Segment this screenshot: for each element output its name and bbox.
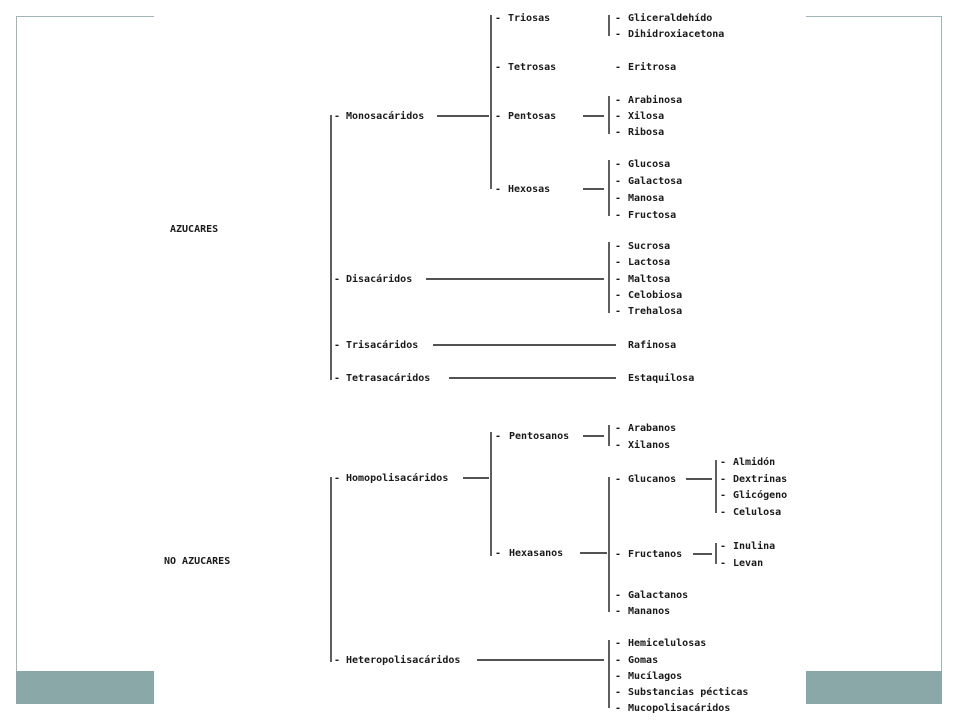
node-trisacaridos: Trisacáridos <box>346 339 418 351</box>
leaf-inulina: Inulina <box>733 540 775 552</box>
node-pentosanos: Pentosanos <box>509 431 569 442</box>
dash: - <box>615 606 621 617</box>
dash: - <box>334 473 340 484</box>
root-no-azucares: NO AZUCARES <box>164 556 230 567</box>
footer-bar-left <box>16 671 154 704</box>
leaf-eritrosa: Eritrosa <box>628 61 676 73</box>
dash: - <box>615 193 621 204</box>
leaf-estaquilosa: Estaquilosa <box>628 372 694 384</box>
dash: - <box>615 474 621 485</box>
leaf-gomas: Gomas <box>628 655 658 666</box>
node-pentosas: Pentosas <box>508 111 556 122</box>
dash: - <box>495 548 501 559</box>
dash: - <box>615 440 621 451</box>
node-mananos: Mananos <box>628 606 670 617</box>
leaf-substancias-pecticas: Substancias pécticas <box>628 686 748 698</box>
leaf-almidon: Almidón <box>733 456 775 468</box>
node-glucanos: Glucanos <box>628 474 676 485</box>
node-monosacaridos: Monosacáridos <box>346 110 424 122</box>
dash: - <box>615 241 621 252</box>
leaf-glicogeno: Glicógeno <box>733 489 787 501</box>
node-heteropolisacaridos: Heteropolisacáridos <box>346 654 460 666</box>
dash: - <box>615 671 621 682</box>
leaf-dextrinas: Dextrinas <box>733 473 787 485</box>
leaf-gliceraldehido: Gliceraldehído <box>628 12 712 24</box>
leaf-ribosa: Ribosa <box>628 126 664 138</box>
leaf-lactosa: Lactosa <box>628 257 670 268</box>
dash: - <box>495 184 501 195</box>
dash: - <box>720 541 726 552</box>
dash: - <box>334 373 340 384</box>
footer-bar-right <box>806 671 942 704</box>
node-triosas: Triosas <box>508 12 550 24</box>
dash: - <box>615 210 621 221</box>
dash: - <box>495 111 501 122</box>
dash: - <box>615 127 621 138</box>
leaf-glucosa: Glucosa <box>628 159 670 170</box>
leaf-maltosa: Maltosa <box>628 274 670 285</box>
dash: - <box>615 159 621 170</box>
dash: - <box>615 274 621 285</box>
carbohydrate-classification-diagram: AZUCARES - Monosacáridos - Triosas - Gli… <box>164 12 787 714</box>
dash: - <box>615 290 621 301</box>
diagram-page: AZUCARES - Monosacáridos - Triosas - Gli… <box>154 0 806 720</box>
node-homopolisacaridos: Homopolisacáridos <box>346 472 448 484</box>
leaf-mucilagos: Mucílagos <box>628 670 682 682</box>
node-disacaridos: Disacáridos <box>346 273 412 285</box>
dash: - <box>720 474 726 485</box>
dash: - <box>615 13 621 24</box>
leaf-fructosa: Fructosa <box>628 210 676 221</box>
dash: - <box>615 111 621 122</box>
node-tetrosas: Tetrosas <box>508 62 556 73</box>
leaf-celobiosa: Celobiosa <box>628 289 682 301</box>
dash: - <box>615 423 621 434</box>
node-galactanos: Galactanos <box>628 590 688 601</box>
dash: - <box>615 306 621 317</box>
dash: - <box>720 558 726 569</box>
leaf-mucopolisacaridos: Mucopolisacáridos <box>628 702 730 714</box>
leaf-arabanos: Arabanos <box>628 423 676 434</box>
dash: - <box>615 257 621 268</box>
dash: - <box>495 431 501 442</box>
node-fructanos: Fructanos <box>628 549 682 560</box>
dash: - <box>720 507 726 518</box>
dash: - <box>495 13 501 24</box>
dash: - <box>615 62 621 73</box>
dash: - <box>334 274 340 285</box>
node-tetrasacaridos: Tetrasacáridos <box>346 372 430 384</box>
dash: - <box>615 176 621 187</box>
leaf-galactosa: Galactosa <box>628 176 682 187</box>
dash: - <box>615 95 621 106</box>
dash: - <box>615 638 621 649</box>
leaf-dihidroxiacetona: Dihidroxiacetona <box>628 28 724 40</box>
dash: - <box>495 62 501 73</box>
leaf-levan: Levan <box>733 558 763 569</box>
dash: - <box>615 687 621 698</box>
root-azucares: AZUCARES <box>170 224 218 235</box>
dash: - <box>615 29 621 40</box>
dash: - <box>615 549 621 560</box>
dash: - <box>334 111 340 122</box>
leaf-hemicelulosas: Hemicelulosas <box>628 637 706 649</box>
leaf-celulosa: Celulosa <box>733 507 781 518</box>
leaf-xilanos: Xilanos <box>628 439 670 451</box>
dash: - <box>334 340 340 351</box>
dash: - <box>720 490 726 501</box>
dash: - <box>615 590 621 601</box>
leaf-rafinosa: Rafinosa <box>628 339 676 351</box>
leaf-sucrosa: Sucrosa <box>628 241 670 252</box>
node-hexosas: Hexosas <box>508 184 550 195</box>
dash: - <box>720 457 726 468</box>
leaf-xilosa: Xilosa <box>628 110 664 122</box>
dash: - <box>615 655 621 666</box>
leaf-manosa: Manosa <box>628 193 664 204</box>
leaf-arabinosa: Arabinosa <box>628 94 682 106</box>
leaf-trehalosa: Trehalosa <box>628 306 682 317</box>
node-hexasanos: Hexasanos <box>509 548 563 559</box>
dash: - <box>334 655 340 666</box>
dash: - <box>615 703 621 714</box>
